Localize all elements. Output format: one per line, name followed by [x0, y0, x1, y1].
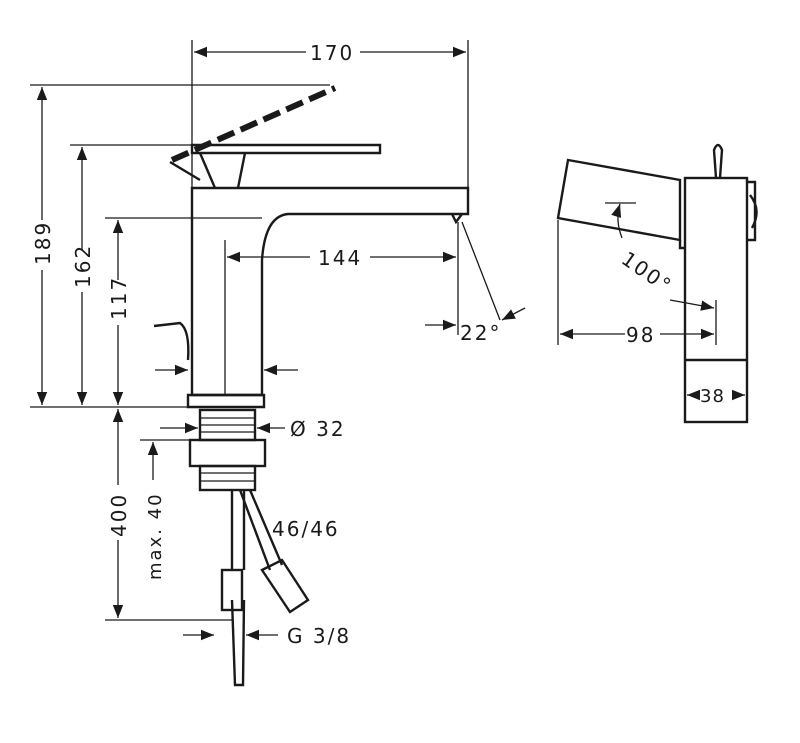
- front-view: [153, 85, 470, 687]
- dim-22-deg: 22°: [460, 321, 501, 345]
- dashed-lever-open: [170, 85, 337, 163]
- dim-thread-diameter: Ø 32: [290, 417, 346, 441]
- faucet-body: [190, 186, 470, 397]
- dim-170: 170: [310, 41, 354, 65]
- dim-144: 144: [318, 246, 362, 270]
- hose-spec-label: 46/46: [272, 517, 340, 541]
- dim-162: 162: [71, 244, 95, 288]
- connection-label: G 3/8: [287, 624, 351, 648]
- dimension-lines: [30, 40, 526, 641]
- dim-189: 189: [31, 221, 55, 265]
- popup-rod: [153, 321, 190, 361]
- thread: [188, 408, 267, 492]
- base: [186, 393, 266, 409]
- dim-98: 98: [626, 323, 655, 347]
- dim-117: 117: [107, 276, 131, 320]
- dim-38: 38: [700, 386, 725, 407]
- side-view: [556, 143, 758, 424]
- dim-max-40: max. 40: [145, 492, 166, 580]
- dim-100-deg: 100°: [617, 246, 677, 298]
- dim-400: 400: [107, 493, 131, 537]
- hoses: [220, 489, 310, 687]
- lever: [169, 143, 382, 189]
